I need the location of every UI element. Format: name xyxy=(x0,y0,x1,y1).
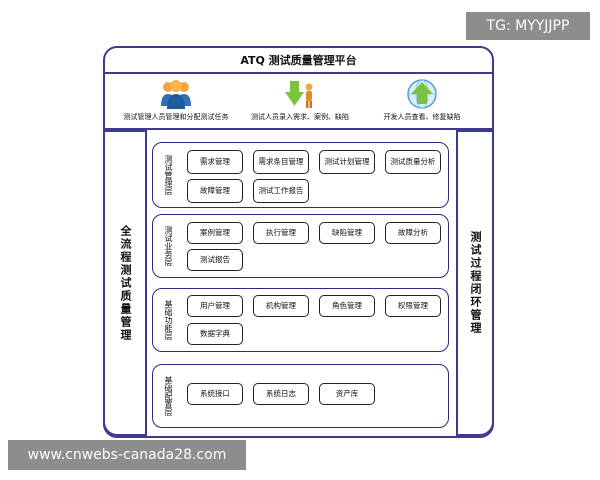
layer-label: 基础功能层 xyxy=(164,300,173,340)
module-test-work-report[interactable]: 测试工作报告 xyxy=(253,179,309,203)
module-requirement-management[interactable]: 需求管理 xyxy=(187,150,243,174)
role-label: 测试人员录入需求、案例、缺陷 xyxy=(251,113,349,121)
module-requirement-item-management[interactable]: 需求条目管理 xyxy=(253,150,309,174)
divider xyxy=(105,128,492,130)
module-fault-analysis[interactable]: 故障分析 xyxy=(385,222,441,244)
role-tester: 测试人员录入需求、案例、缺陷 xyxy=(235,74,365,128)
left-sidebar-label: 全流程测试质量管理 xyxy=(119,224,132,342)
layer-label: 基础配置层 xyxy=(164,376,173,416)
divider xyxy=(105,72,492,74)
module-permission-management[interactable]: 权限管理 xyxy=(385,295,441,317)
right-sidebar-label: 测试过程闭环管理 xyxy=(469,231,482,335)
layer-test-management: 测试管理层 需求管理 需求条目管理 测试计划管理 测试质量分析 故障管理 测试工… xyxy=(152,142,449,208)
diagram-title: ATQ 测试质量管理平台 xyxy=(240,54,357,67)
layer-test-business: 测试业务层 案例管理 执行管理 缺陷管理 故障分析 测试报告 xyxy=(152,214,449,278)
role-developer: 开发人员查看、修复缺陷 xyxy=(357,74,487,128)
module-system-log[interactable]: 系统日志 xyxy=(253,383,309,405)
layer-label: 测试业务层 xyxy=(164,226,173,266)
watermark-top-right: TG: MYYJJPP xyxy=(466,12,590,40)
module-test-plan-management[interactable]: 测试计划管理 xyxy=(319,150,375,174)
module-test-quality-analysis[interactable]: 测试质量分析 xyxy=(385,150,441,174)
module-test-report[interactable]: 测试报告 xyxy=(187,249,243,271)
role-label: 开发人员查看、修复缺陷 xyxy=(383,113,461,121)
platform-frame: ATQ 测试质量管理平台 测试管理人员管理和分配测试任务 测 xyxy=(103,46,494,438)
module-data-dictionary[interactable]: 数据字典 xyxy=(187,323,243,345)
right-sidebar: 测试过程闭环管理 xyxy=(456,130,494,436)
module-system-interface[interactable]: 系统接口 xyxy=(187,383,243,405)
layer-basic-function: 基础功能层 用户管理 机构管理 角色管理 权限管理 数据字典 xyxy=(152,288,449,352)
module-role-management[interactable]: 角色管理 xyxy=(319,295,375,317)
module-asset-library[interactable]: 资产库 xyxy=(319,383,375,405)
module-user-management[interactable]: 用户管理 xyxy=(187,295,243,317)
module-organization-management[interactable]: 机构管理 xyxy=(253,295,309,317)
role-manager: 测试管理人员管理和分配测试任务 xyxy=(111,74,241,128)
layer-label: 测试管理层 xyxy=(164,155,173,195)
role-label: 测试管理人员管理和分配测试任务 xyxy=(123,113,229,121)
module-case-management[interactable]: 案例管理 xyxy=(187,222,243,244)
people-group-icon xyxy=(161,80,191,109)
watermark-bottom-left: www.cnwebs-canada28.com xyxy=(8,440,246,470)
roles-row: 测试管理人员管理和分配测试任务 测试人员录入需求、案例、缺陷 开发人员查看、修复… xyxy=(105,74,492,128)
left-sidebar: 全流程测试质量管理 xyxy=(103,130,147,436)
module-fault-management[interactable]: 故障管理 xyxy=(187,179,243,203)
layer-basic-configuration: 基础配置层 系统接口 系统日志 资产库 xyxy=(152,364,449,428)
module-execution-management[interactable]: 执行管理 xyxy=(253,222,309,244)
person-arrow-down-icon xyxy=(285,81,313,108)
module-defect-management[interactable]: 缺陷管理 xyxy=(319,222,375,244)
globe-arrow-up-icon xyxy=(407,79,437,109)
